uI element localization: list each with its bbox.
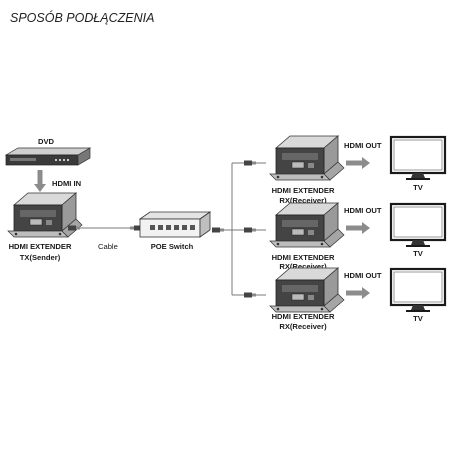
receiver-label-line2: RX(Receiver): [279, 196, 327, 205]
receiver-icon: [269, 202, 345, 248]
tv-icon: [389, 267, 447, 314]
receiver-label-line2: RX(Receiver): [279, 322, 327, 331]
receiver-label-line2: RX(Receiver): [279, 262, 327, 271]
hdmi-out-label: HDMI OUT: [344, 141, 382, 150]
tv-icon: [389, 202, 447, 249]
hdmi-out-label: HDMI OUT: [344, 206, 382, 215]
tv-label: TV: [413, 249, 424, 258]
page-title: SPOSÓB PODŁĄCZENIA: [10, 10, 154, 25]
hdmi-in-arrow-icon: [34, 170, 46, 192]
tv-icon: [389, 135, 447, 182]
dvd-label: DVD: [38, 137, 55, 146]
tv-label: TV: [413, 183, 424, 192]
receiver-label-line1: HDMI EXTENDER: [272, 312, 335, 321]
hdmi-out-arrow-icon: [346, 222, 370, 234]
dvd-player-icon: [4, 147, 92, 166]
hdmi-out-label: HDMI OUT: [344, 271, 382, 280]
hdmi-in-label: HDMI IN: [52, 179, 81, 188]
receiver-icon: [269, 135, 345, 181]
receiver-icon: [269, 267, 345, 313]
hdmi-out-arrow-icon: [346, 157, 370, 169]
rx-cables: [212, 160, 266, 298]
receiver-label-line1: HDMI EXTENDER: [272, 253, 335, 262]
transmitter-label-line1: HDMI EXTENDER: [9, 242, 72, 251]
tx-cable: [68, 225, 142, 231]
cable-label: Cable: [98, 242, 118, 251]
poe-switch-icon: [138, 211, 212, 238]
poe-switch-label: POE Switch: [151, 242, 194, 251]
hdmi-out-arrow-icon: [346, 287, 370, 299]
receiver-label-line1: HDMI EXTENDER: [272, 186, 335, 195]
transmitter-label-line2: TX(Sender): [20, 253, 61, 262]
tv-label: TV: [413, 314, 424, 323]
